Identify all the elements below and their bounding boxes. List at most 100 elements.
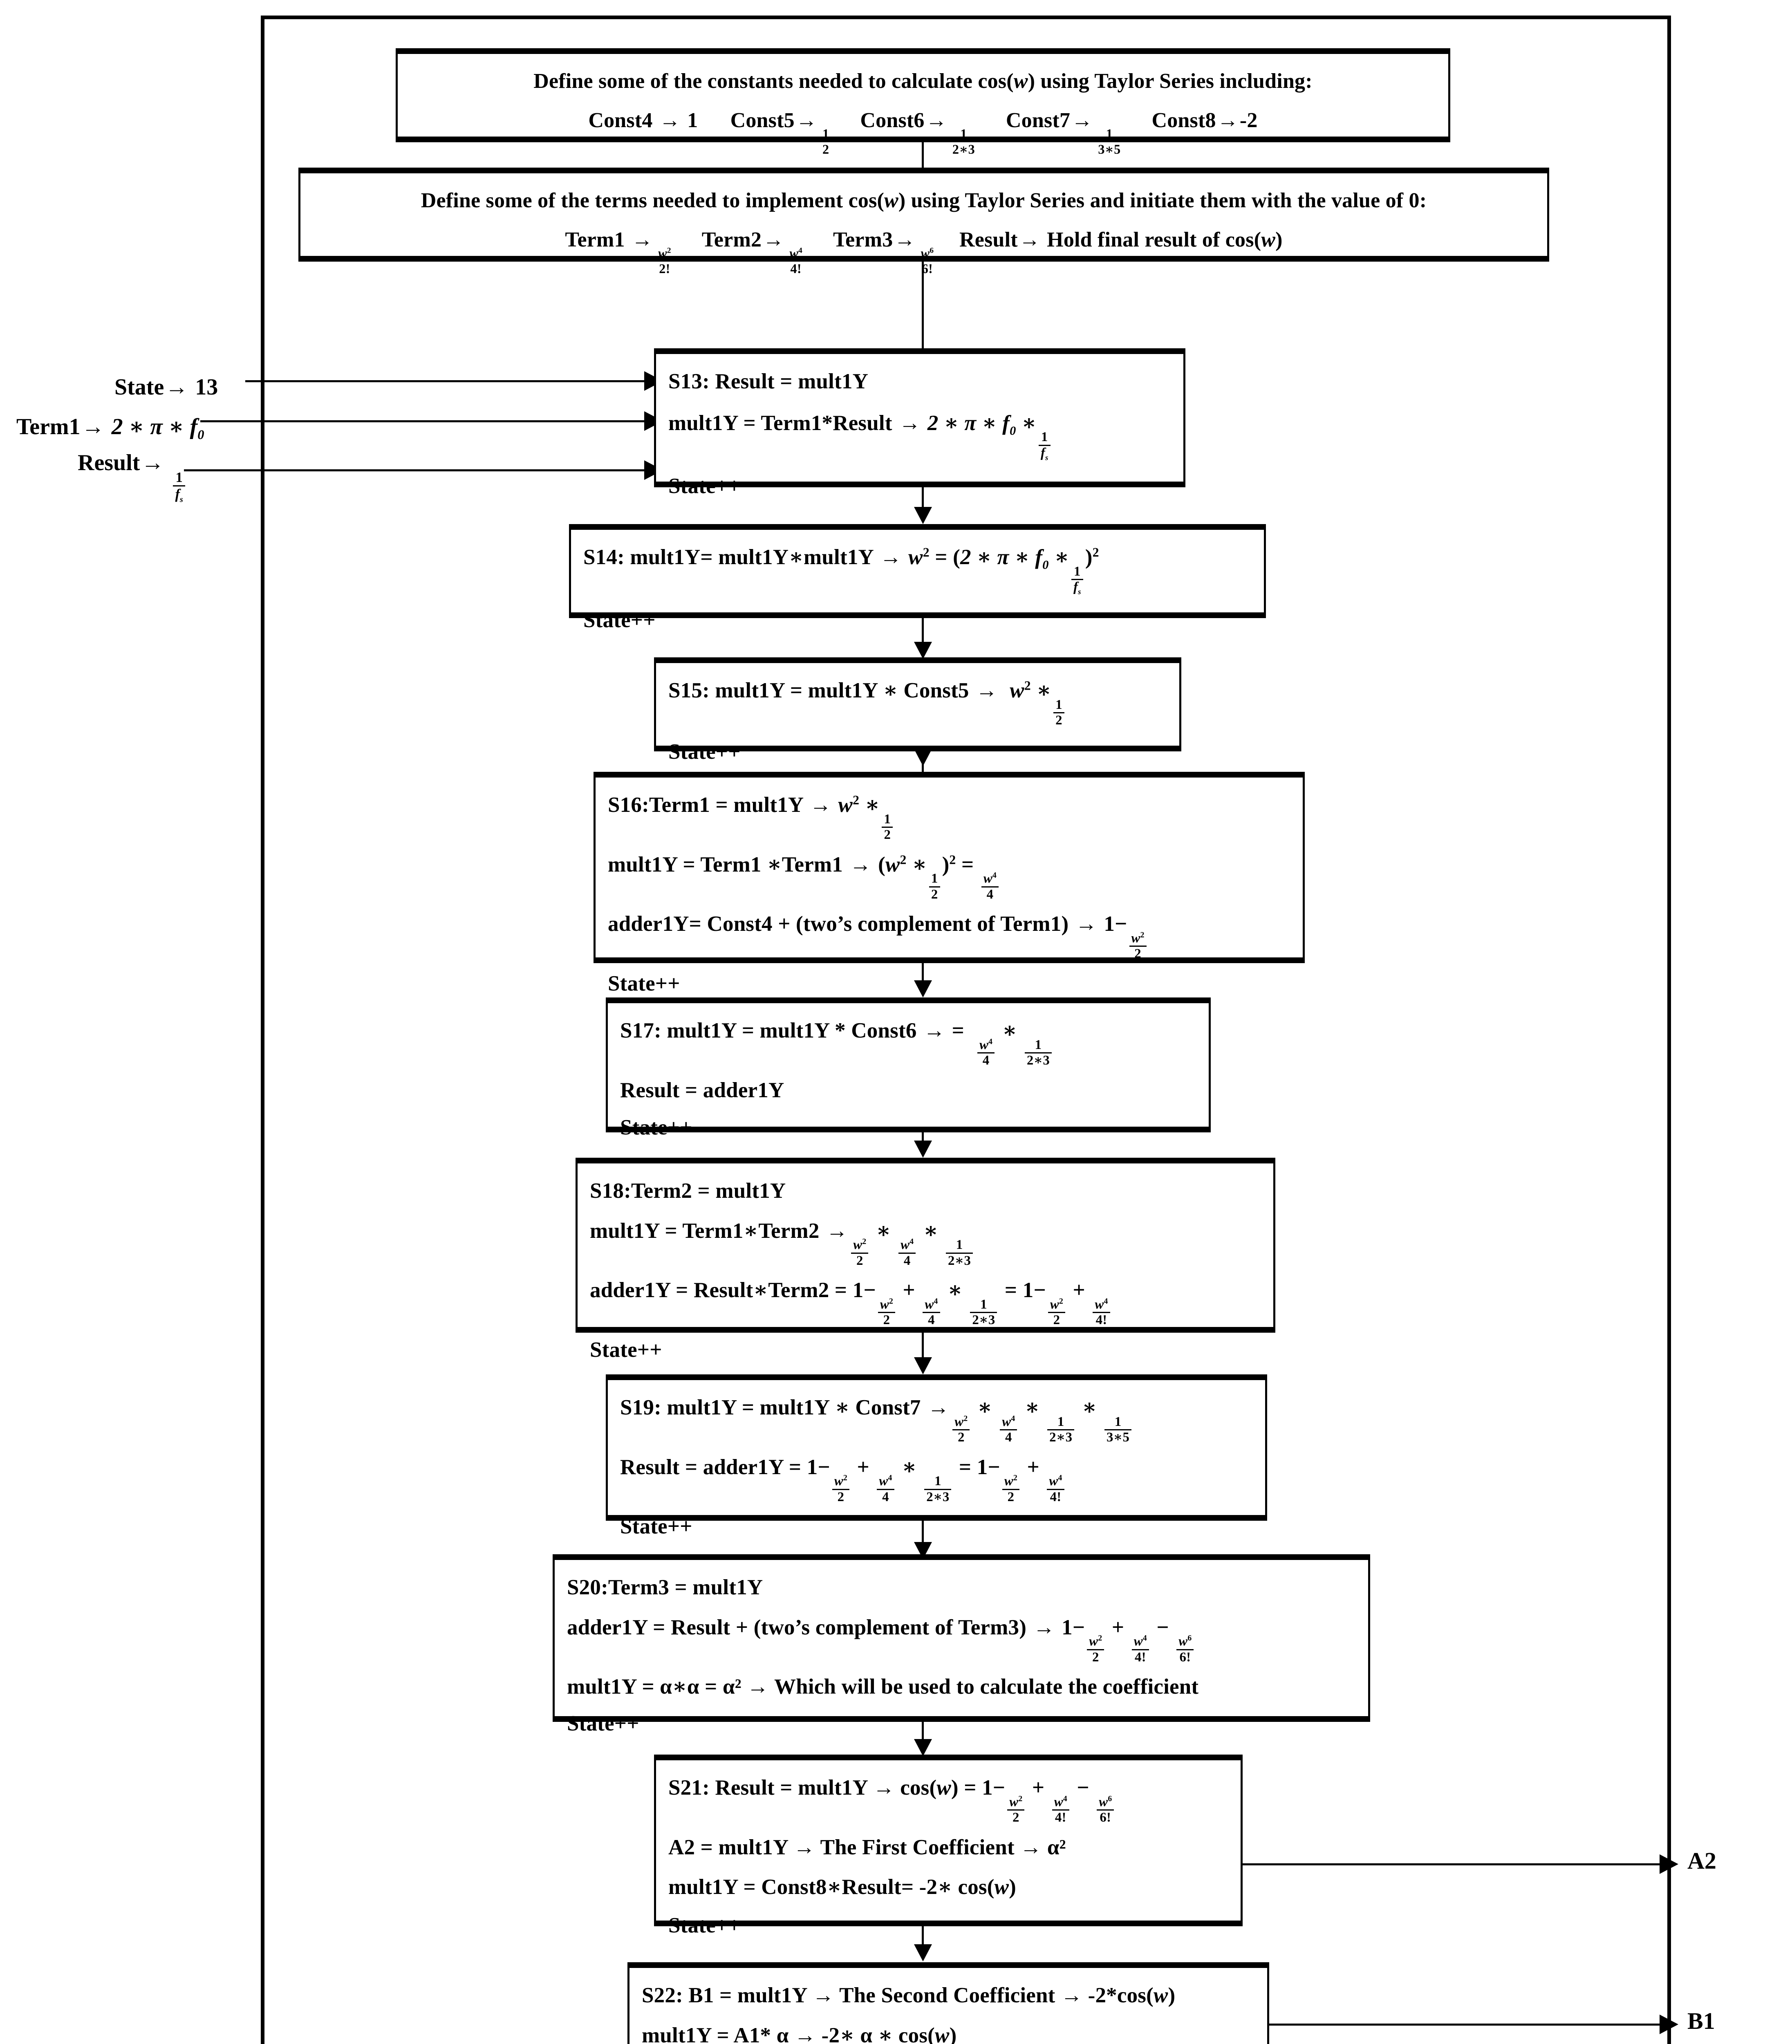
s20-line-1: S20:Term3 = mult1Y — [567, 1576, 763, 1599]
connector-s20-to-s21 — [922, 1722, 924, 1746]
arrowhead-s16-s17 — [914, 980, 932, 997]
connector-s18-to-s19 — [922, 1333, 924, 1359]
connector-s21-to-s22 — [922, 1926, 924, 1949]
constants-headline: Define some of the constants needed to c… — [533, 69, 1313, 93]
const8-item: Const8→-2 — [1151, 109, 1258, 132]
s16-line-4: State++ — [608, 971, 680, 995]
s20-line-2: adder1Y = Result + (two’s complement of … — [567, 1611, 1356, 1665]
input-result-name: Result — [78, 450, 140, 475]
output-line-b1 — [1269, 2024, 1662, 2026]
input-label-term1: Term1→ 2 ∗ π ∗ f0 — [16, 413, 204, 443]
input-state-value: 13 — [195, 374, 218, 400]
s17-line-3: State++ — [620, 1116, 692, 1140]
output-arrowhead-a2 — [1660, 1854, 1678, 1874]
s16-line-3: adder1Y= Const4 + (two’s complement of T… — [608, 907, 1290, 961]
arrowhead-s21-s22 — [914, 1944, 932, 1961]
input-line-term1 — [200, 420, 646, 422]
input-term1-value: 2 ∗ π ∗ f0 — [111, 414, 204, 443]
terms-headline: Define some of the terms needed to imple… — [421, 189, 1427, 212]
connector-s13-to-s14 — [922, 487, 924, 509]
s13-line-3: State++ — [668, 474, 741, 498]
node-s18: S18:Term2 = mult1Y mult1Y = Term1∗Term2 … — [576, 1158, 1275, 1362]
arrow-glyph: → — [165, 374, 188, 400]
s21-line-4: State++ — [668, 1914, 741, 1938]
s13-line-1: S13: Result = mult1Y — [668, 370, 869, 393]
output-line-a2 — [1243, 1863, 1662, 1865]
arrowhead-s13-s14 — [914, 507, 932, 524]
connector-s16-to-s17 — [922, 963, 924, 987]
arrowhead-s14-s15 — [914, 642, 932, 659]
s19-line-3: State++ — [620, 1515, 692, 1539]
arrowhead-s18-s19 — [914, 1357, 932, 1374]
s22-line-1: S22: B1 = mult1Y → The Second Coefficien… — [642, 1983, 1176, 2007]
connector-s19-to-s20 — [922, 1521, 924, 1544]
s21-line-3: mult1Y = Const8∗Result= -2∗ cos(w) — [668, 1875, 1017, 1899]
arrow-glyph: → — [81, 414, 105, 439]
s18-line-4: State++ — [590, 1338, 662, 1362]
output-arrowhead-b1 — [1660, 2015, 1678, 2034]
arrowhead-s15-s16 — [914, 749, 932, 766]
s17-line-2: Result = adder1Y — [620, 1078, 784, 1102]
const4-item: Const4 → 1 — [588, 109, 698, 132]
connector-s14-to-s15 — [922, 618, 924, 644]
input-label-state: State→ 13 — [114, 374, 218, 400]
s15-line-2: State++ — [668, 740, 741, 764]
arrowhead-s20-s21 — [914, 1739, 932, 1756]
